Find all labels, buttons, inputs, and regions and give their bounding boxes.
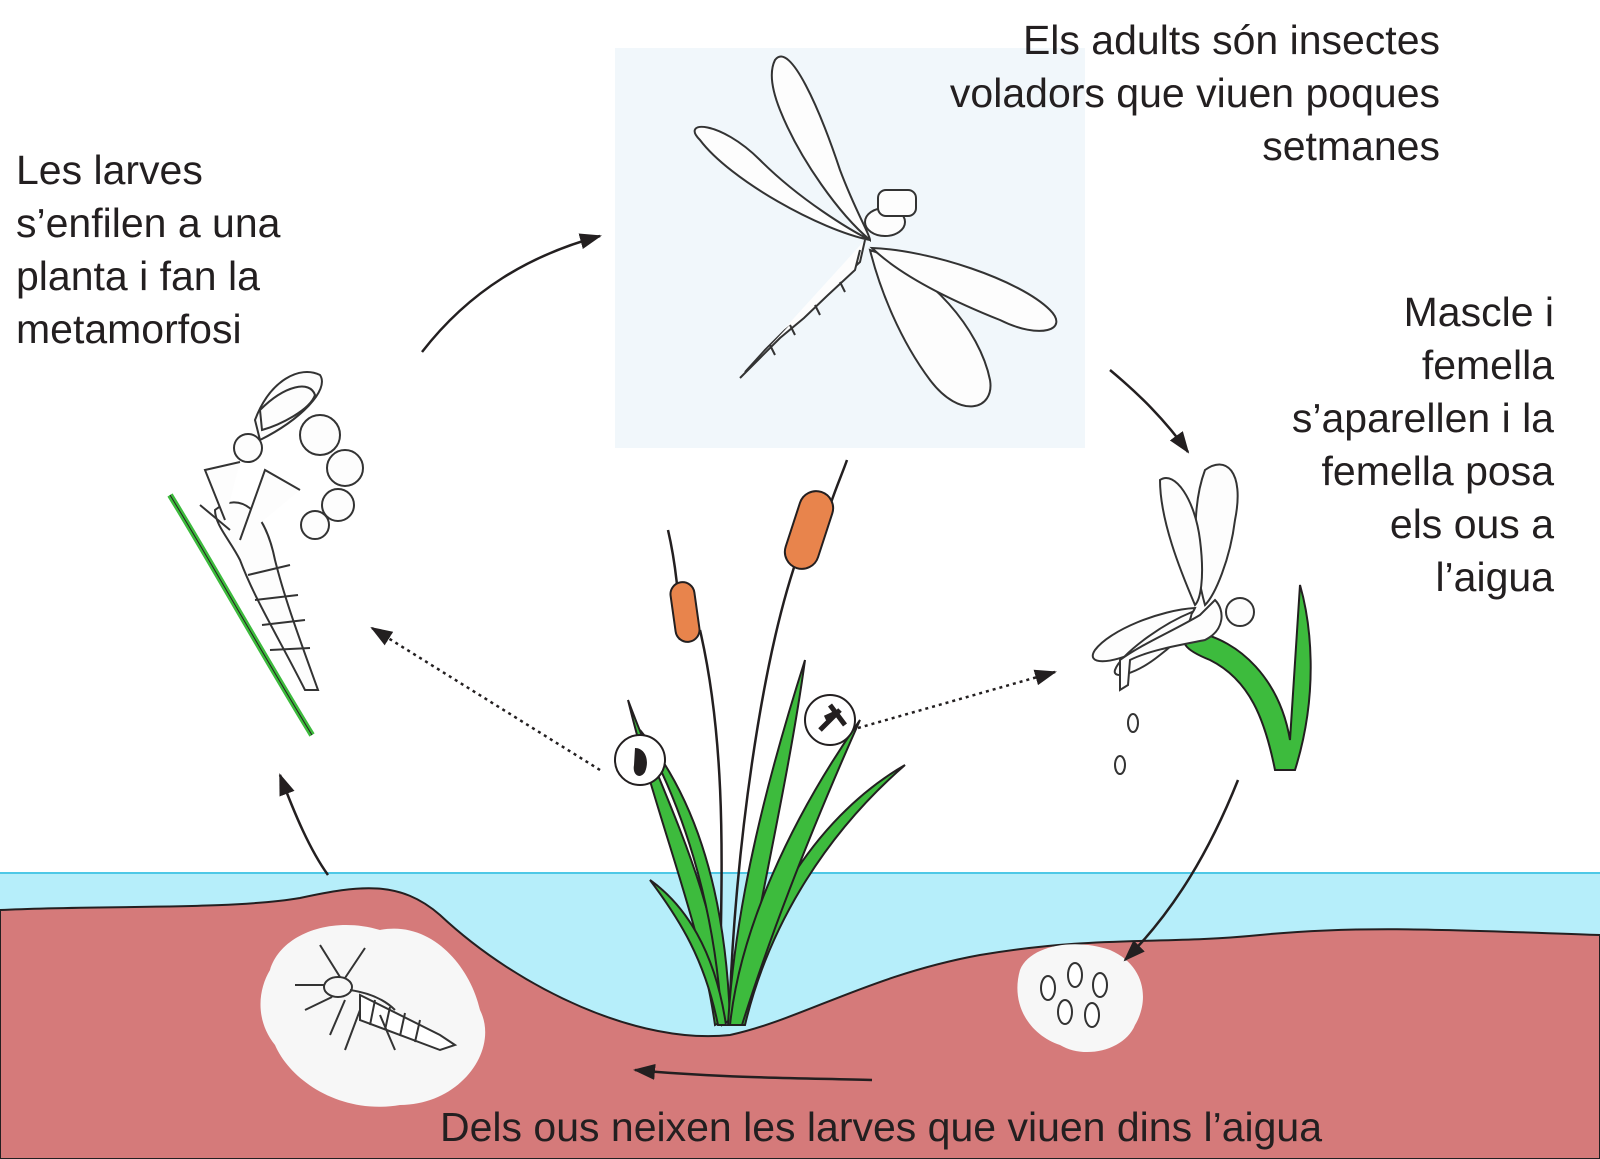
egg-cluster [1017, 944, 1143, 1053]
arrow-to-adult [421, 233, 602, 353]
water-larva [260, 924, 486, 1107]
magnifier-adult [804, 694, 856, 746]
caption-adults: Els adults són insectes voladors que viu… [950, 14, 1440, 173]
caption-line: Les larves [16, 147, 203, 193]
caption-line: femella [1421, 342, 1554, 388]
cattail-head-small [669, 581, 701, 643]
caption-line: Els adults són insectes [1022, 17, 1440, 63]
caption-line: voladors que viuen poques [949, 70, 1440, 116]
emerging-dragonfly [167, 371, 364, 737]
egg-laying-dragonfly [1091, 463, 1312, 775]
arrow-to-larva [633, 1063, 873, 1082]
dotted-arrow-right [857, 669, 1057, 730]
caption-line: metamorfosi [16, 306, 242, 352]
caption-larvae-climb: Les larves s’enfilen a una planta i fan … [16, 144, 280, 356]
caption-bottom: Dels ous neixen les larves que viuen din… [440, 1104, 1323, 1150]
caption-line: els ous a [1389, 501, 1554, 547]
dotted-arrow-left [370, 626, 601, 772]
caption-line: s’aparellen i la [1291, 395, 1554, 441]
adult-dragonfly [693, 55, 1058, 408]
caption-line: s’enfilen a una [16, 200, 281, 246]
caption-line: femella posa [1321, 448, 1554, 494]
caption-line: setmanes [1262, 123, 1440, 169]
magnifier-emerging [614, 734, 666, 786]
caption-line: l’aigua [1435, 554, 1554, 600]
arrow-to-egg-laying [1109, 369, 1190, 454]
cattail-head-large [783, 490, 835, 570]
caption-line: planta i fan la [16, 253, 260, 299]
arrow-to-eggs [1123, 779, 1240, 962]
adult-panel [615, 48, 1085, 448]
arrow-to-emerging [278, 773, 330, 876]
caption-line: Mascle i [1403, 289, 1554, 335]
caption-mating: Mascle i femella s’aparellen i la femell… [1292, 286, 1554, 604]
